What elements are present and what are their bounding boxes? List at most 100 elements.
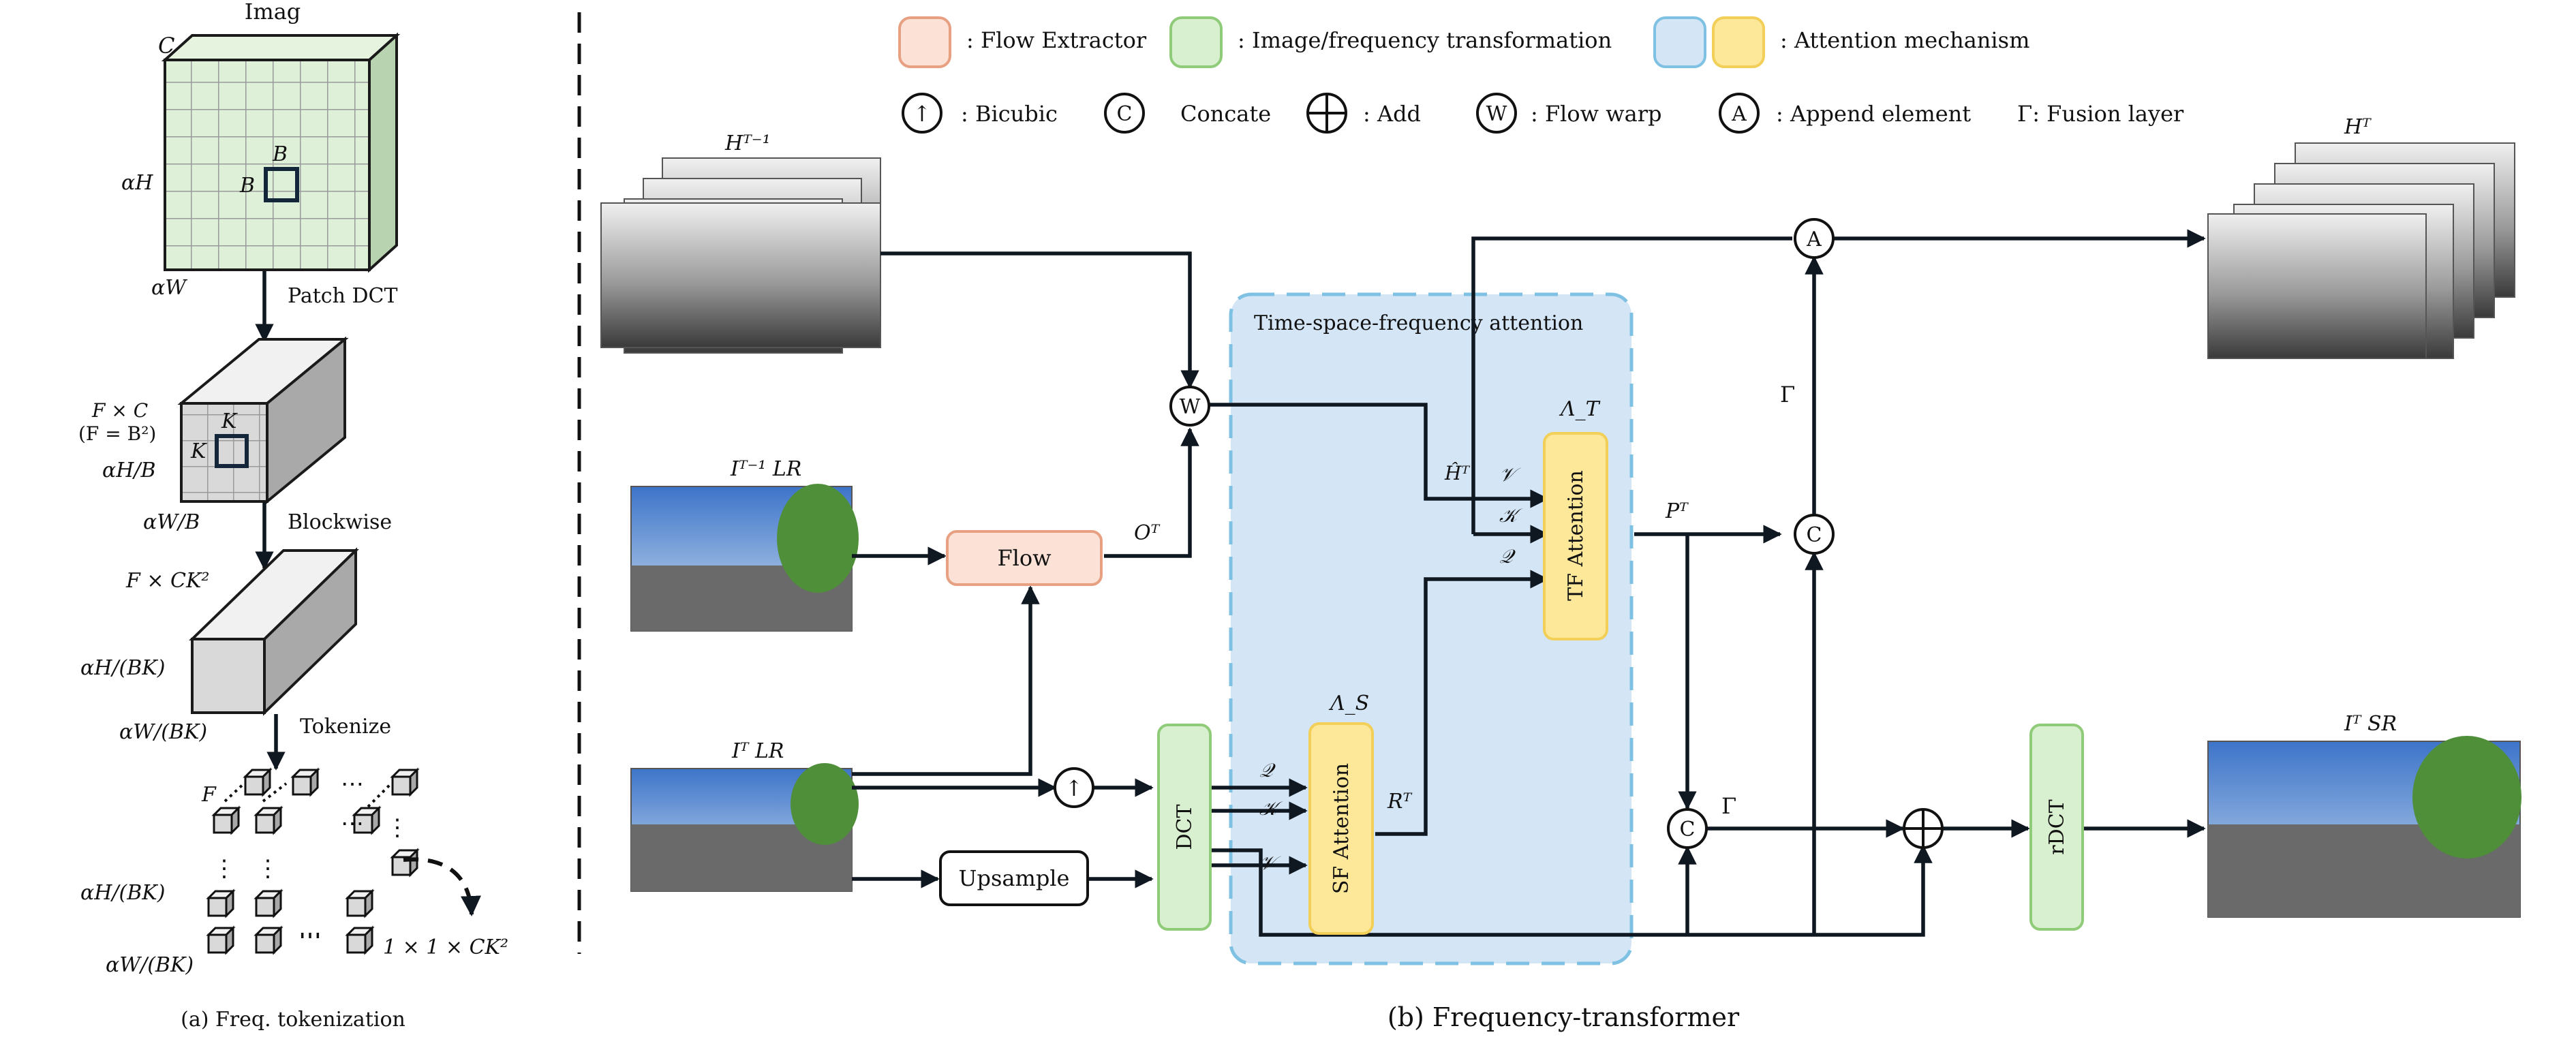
rdct-label: rDCT — [2045, 799, 2069, 854]
tsfa-title: Time-space-frequency attention — [1254, 311, 1583, 335]
sf-attention-box — [1308, 722, 1374, 935]
token-dots-4: ⋯ — [298, 920, 322, 948]
legend-fusion-label: Γ: Fusion layer — [2017, 101, 2184, 127]
token-cube — [345, 925, 375, 955]
i-lr-prev-label: Iᵀ⁻¹ LR — [730, 457, 801, 481]
legend-add-label: : Add — [1363, 101, 1421, 127]
upsample-label: Upsample — [959, 865, 1070, 891]
token-dots-2: ⋯ — [341, 810, 364, 837]
token-cube — [390, 767, 420, 797]
legend-tsfa-swatch — [1653, 16, 1706, 68]
lambda-s-label: Λ_S — [1328, 692, 1369, 715]
svg-text:↑: ↑ — [1065, 775, 1084, 801]
h-hat-label: Ĥᵀ — [1444, 462, 1470, 484]
token-connector — [262, 782, 288, 803]
svg-text:C: C — [1807, 523, 1822, 547]
token-cube — [243, 767, 273, 797]
alpha-w-label: αW — [151, 276, 187, 300]
r-t-label: Rᵀ — [1387, 790, 1413, 814]
i-sr-image — [2207, 736, 2521, 918]
concat-node-top — [1794, 514, 1835, 555]
token-dots-1: ⋯ — [341, 771, 364, 798]
block-bar — [189, 547, 359, 716]
panel-a: Imag C B B αH αW Patch DCT K K F × C (F … — [78, 0, 508, 1032]
aw-bk-label: αW/(BK) — [119, 720, 207, 744]
gamma-bottom-label: Γ — [1721, 793, 1736, 819]
f-label: F — [201, 783, 217, 807]
token-cube — [206, 925, 236, 955]
aw-bk-label-2: αW/(BK) — [106, 953, 194, 977]
p-t-label: Pᵀ — [1665, 499, 1689, 523]
tokenize-label: Tokenize — [300, 715, 391, 739]
upsample-box — [939, 850, 1089, 906]
token-vdots-3: ⋮ — [386, 814, 409, 841]
token-vdots-1: ⋮ — [213, 855, 236, 882]
legend-warp-label: : Flow warp — [1531, 101, 1661, 127]
flow-label: Flow — [997, 545, 1051, 571]
legend-concate-label: Concate — [1180, 101, 1271, 127]
legend-concate-icon — [1104, 93, 1145, 134]
ah-b-label: αH/B — [102, 459, 156, 482]
svg-text:A: A — [1806, 228, 1822, 251]
token-cube — [390, 848, 420, 878]
legend-warp-icon — [1476, 93, 1517, 134]
o-t-label: Oᵀ — [1134, 521, 1161, 545]
flow-box — [946, 530, 1103, 586]
patch-block — [264, 167, 299, 202]
fxc-label: F × C — [91, 399, 148, 422]
aw-b-label: αW/B — [143, 510, 200, 534]
svg-text:↑: ↑ — [913, 101, 932, 127]
rdct-box — [2029, 724, 2084, 931]
sf-attention-label: SF Attention — [1330, 763, 1353, 894]
legend-bicubic-icon — [902, 93, 942, 134]
h-prev-image — [600, 202, 881, 348]
token-connector — [224, 782, 245, 803]
svg-text:C: C — [1117, 102, 1133, 126]
ah-bk-label-2: αH/(BK) — [80, 881, 165, 905]
dct-box — [1157, 724, 1212, 931]
legend-bicubic-label: : Bicubic — [961, 101, 1058, 127]
h-prev-stack — [600, 157, 881, 354]
concat-node-bottom — [1667, 808, 1708, 849]
fxck-label: F × CK² — [125, 569, 209, 593]
legend-flow-swatch — [898, 16, 951, 68]
caption-b: (b) Frequency-transformer — [1387, 1002, 1740, 1032]
patch-dct-label: Patch DCT — [288, 284, 397, 308]
token-cube — [211, 805, 241, 835]
svg-text:C: C — [1680, 818, 1696, 841]
dct-label: DCT — [1173, 804, 1197, 850]
legend-dct-label: : Image/frequency transformation — [1238, 27, 1612, 53]
h-t-label: Hᵀ — [2344, 115, 2372, 139]
i-lr-prev-image — [630, 484, 859, 632]
token-cube — [254, 925, 283, 955]
legend-append-icon — [1719, 93, 1760, 134]
gamma-top-label: Γ — [1780, 382, 1795, 407]
panel-b: Time-space-frequency attention Hᵀ⁻¹ Iᵀ⁻¹… — [600, 115, 2521, 1032]
legend-flow-label: : Flow Extractor — [966, 27, 1147, 53]
sf-q-label: 𝒬 — [1259, 759, 1276, 781]
token-cube — [345, 888, 375, 918]
svg-text:W: W — [1180, 395, 1201, 419]
legend-attn-swatch — [1712, 16, 1765, 68]
tf-q-label: 𝒬 — [1499, 545, 1516, 568]
tf-attention-label: TF Attention — [1564, 470, 1588, 601]
token-vdots-2: ⋮ — [256, 855, 279, 882]
b-label-top: B — [272, 142, 288, 166]
i-lr-label: Iᵀ LR — [731, 739, 784, 763]
token-dots-3: ⋯ — [298, 923, 322, 950]
token-connector — [367, 782, 393, 808]
dct-cube — [177, 336, 349, 505]
legend: : Flow Extractor : Image/frequency trans… — [898, 16, 2184, 134]
token-cube — [254, 888, 283, 918]
token-cube — [352, 805, 382, 835]
svg-text:W: W — [1486, 102, 1507, 126]
legend-dct-swatch — [1169, 16, 1223, 68]
token-cube — [206, 888, 236, 918]
blockwise-label: Blockwise — [288, 510, 392, 534]
token-curve — [403, 857, 481, 916]
tf-attention-box — [1543, 432, 1608, 640]
warp-node — [1169, 386, 1210, 427]
image-cube — [161, 32, 401, 273]
i-sr-label: Iᵀ SR — [2344, 712, 2397, 736]
